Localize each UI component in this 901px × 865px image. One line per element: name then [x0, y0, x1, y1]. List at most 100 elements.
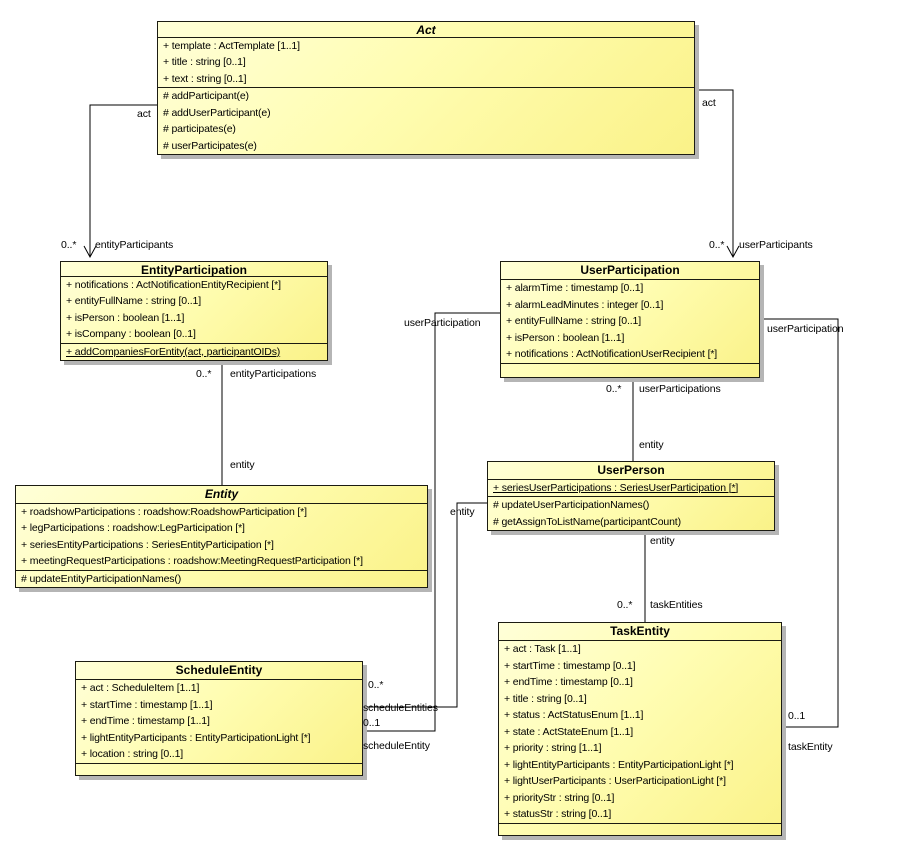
class-taskentity-title: TaskEntity [499, 623, 781, 641]
class-act[interactable]: Act + template : ActTemplate [1..1] + tit… [157, 21, 695, 155]
edge-label-multiplicity: 0..1 [363, 717, 381, 729]
uml-member: + entityFullName : string [0..1] [66, 295, 201, 307]
uml-member: + lightEntityParticipants : EntityPartic… [504, 758, 734, 771]
uml-member: + alarmTime : timestamp [0..1] [506, 282, 644, 294]
edge-label-role: entity [230, 459, 255, 471]
class-userparticipation-operations [501, 362, 759, 378]
uml-member: + lightUserParticipants : UserParticipat… [504, 775, 726, 787]
uml-member: + alarmLeadMinutes : integer [0..1] [506, 298, 664, 311]
edge-label-multiplicity: 0..* [196, 368, 212, 380]
edge-label-role: userParticipation [767, 323, 844, 335]
edge-label-role: entity [650, 535, 675, 547]
edge-label-role: scheduleEntities [363, 702, 438, 714]
class-entityparticipation[interactable]: EntityParticipation + notifications : Ac… [60, 261, 328, 361]
class-scheduleentity-operations [76, 762, 362, 776]
uml-member: + isPerson : boolean [1..1] [66, 311, 185, 324]
class-userperson[interactable]: UserPerson + seriesUserParticipations : … [487, 461, 775, 531]
edge-label-role: act [702, 97, 716, 109]
edge-label-role: entityParticipations [230, 368, 317, 380]
edge-label-multiplicity: 0..* [606, 383, 622, 395]
edge-label-role: taskEntities [650, 599, 703, 611]
class-taskentity-operations [499, 822, 781, 836]
uml-member: + notifications : ActNotificationUserRec… [506, 348, 718, 360]
edge-label-multiplicity: 0..* [617, 599, 633, 611]
class-userparticipation-title: UserParticipation [501, 262, 759, 280]
class-entity-title: Entity [16, 486, 427, 504]
class-userperson-title: UserPerson [488, 462, 774, 480]
uml-member: # updateEntityParticipationNames() [21, 572, 182, 585]
uml-member: + endTime : timestamp [1..1] [81, 715, 210, 727]
uml-member: + isCompany : boolean [0..1] [66, 328, 196, 340]
edge-label-role: taskEntity [788, 741, 833, 753]
uml-member: + entityFullName : string [0..1] [506, 315, 641, 327]
edge-label-multiplicity: 0..* [368, 679, 384, 691]
class-entityparticipation-attributes: + notifications : ActNotificationEntityR… [61, 277, 327, 343]
class-entity[interactable]: Entity + roadshowParticipations : roadsh… [15, 485, 428, 588]
uml-member: + template : ActTemplate [1..1] [163, 39, 300, 52]
class-userparticipation-attributes: + alarmTime : timestamp [0..1] + alarmLea… [501, 280, 759, 363]
edge-label-role: userParticipations [639, 383, 721, 395]
edge-userparticipation-to-scheduleentity[interactable] [363, 312, 500, 732]
class-taskentity-attributes: + act : Task [1..1] + startTime : timesta… [499, 641, 781, 823]
class-userparticipation[interactable]: UserParticipation + alarmTime : timestam… [500, 261, 760, 378]
edge-act-to-userparticipation-arrowhead [726, 245, 740, 259]
uml-member: + seriesUserParticipations : SeriesUserP… [493, 481, 739, 494]
uml-member: # participates(e) [163, 123, 236, 135]
edge-label-role: entity [639, 439, 664, 451]
class-scheduleentity-attributes: + act : ScheduleItem [1..1] + startTime :… [76, 680, 362, 763]
uml-member: + startTime : timestamp [1..1] [81, 698, 213, 711]
edge-label-multiplicity: 0..* [61, 239, 77, 251]
class-act-title: Act [158, 22, 694, 38]
edge-label-role: act [137, 108, 151, 120]
edge-label-role: entityParticipants [95, 239, 174, 251]
uml-member: + lightEntityParticipants : EntityPartic… [81, 731, 311, 744]
uml-member: + statusStr : string [0..1] [504, 808, 612, 820]
uml-member: + roadshowParticipations : roadshow:Road… [21, 505, 307, 518]
uml-member: + priority : string [1..1] [504, 742, 602, 754]
uml-member: # addUserParticipant(e) [163, 106, 271, 119]
uml-member: + meetingRequestParticipations : roadsho… [21, 555, 363, 567]
uml-member: + seriesEntityParticipations : SeriesEnt… [21, 538, 274, 551]
edge-label-role: entity [450, 506, 475, 518]
uml-member: + title : string [0..1] [163, 56, 246, 68]
uml-member: # updateUserParticipationNames() [493, 499, 650, 511]
edge-act-to-userparticipation[interactable] [695, 89, 734, 256]
uml-member: + priorityStr : string [0..1] [504, 791, 615, 804]
uml-member: + addCompaniesForEntity(act, participant… [66, 345, 281, 358]
edge-label-multiplicity: 0..1 [788, 710, 806, 722]
uml-member: # userParticipates(e) [163, 139, 257, 152]
uml-member: + startTime : timestamp [0..1] [504, 659, 636, 672]
uml-member: + isPerson : boolean [1..1] [506, 331, 625, 344]
uml-member: # addParticipant(e) [163, 90, 249, 102]
class-taskentity[interactable]: TaskEntity + act : Task [1..1] + startTim… [498, 622, 782, 836]
class-scheduleentity[interactable]: ScheduleEntity + act : ScheduleItem [1..… [75, 661, 363, 776]
edge-label-role: scheduleEntity [363, 740, 430, 752]
class-userperson-attributes: + seriesUserParticipations : SeriesUserP… [488, 480, 774, 497]
edge-act-to-entityparticipation[interactable] [89, 104, 157, 256]
edge-label-role: userParticipants [739, 239, 813, 251]
uml-member: + title : string [0..1] [504, 692, 587, 705]
uml-member: + notifications : ActNotificationEntityR… [66, 278, 281, 291]
uml-member: # getAssignToListName(participantCount) [493, 515, 681, 528]
class-act-attributes: + template : ActTemplate [1..1] + title :… [158, 38, 694, 88]
class-entity-attributes: + roadshowParticipations : roadshow:Road… [16, 504, 427, 570]
uml-member: + act : Task [1..1] [504, 643, 581, 655]
uml-member: + act : ScheduleItem [1..1] [81, 682, 200, 694]
uml-member: + text : string [0..1] [163, 72, 247, 85]
class-entityparticipation-title: EntityParticipation [61, 262, 327, 277]
class-entityparticipation-operations: + addCompaniesForEntity(act, participant… [61, 342, 327, 361]
uml-member: + location : string [0..1] [81, 748, 184, 760]
edge-label-multiplicity: 0..* [709, 239, 725, 251]
edge-userparticipation-to-taskentity[interactable] [760, 318, 839, 728]
class-scheduleentity-title: ScheduleEntity [76, 662, 362, 680]
class-act-operations: # addParticipant(e) # addUserParticipant(… [158, 87, 694, 154]
uml-member: + state : ActStateEnum [1..1] [504, 725, 634, 738]
class-entity-operations: # updateEntityParticipationNames() [16, 569, 427, 588]
class-userperson-operations: # updateUserParticipationNames() # getAss… [488, 496, 774, 530]
edge-userperson-to-scheduleentity[interactable] [363, 502, 487, 708]
uml-member: + legParticipations : roadshow:LegPartic… [21, 522, 245, 534]
uml-member: + status : ActStatusEnum [1..1] [504, 709, 644, 721]
uml-member: + endTime : timestamp [0..1] [504, 676, 633, 688]
